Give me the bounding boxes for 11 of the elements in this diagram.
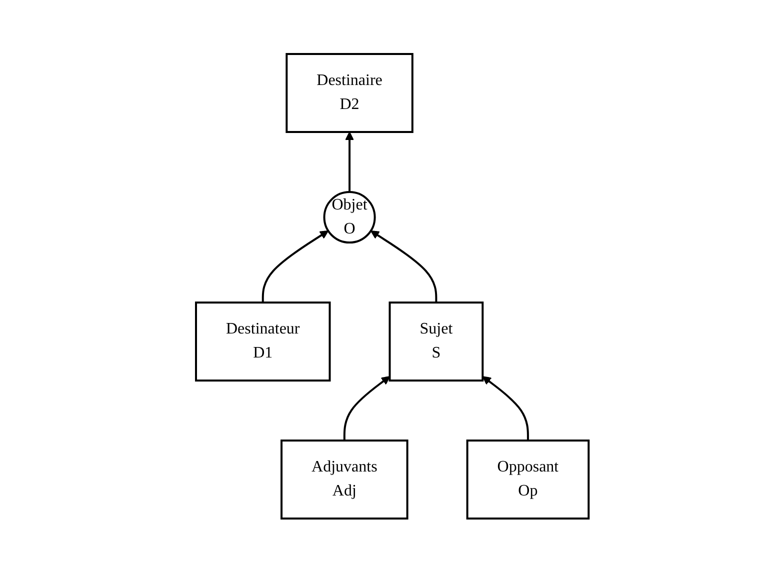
- arrow: [370, 230, 437, 302]
- node-box: Sujet S: [388, 301, 484, 382]
- arrow: [262, 230, 328, 302]
- arrow: [343, 376, 390, 440]
- node-box: Opposant Op: [466, 439, 590, 520]
- arrow: [344, 131, 354, 192]
- arrow: [482, 376, 529, 440]
- node-box: Destinaire D2: [285, 52, 414, 133]
- node-box: Destinateur D1: [194, 301, 330, 382]
- node-box: Adjuvants Adj: [280, 439, 408, 520]
- node-circle: Objet O: [322, 190, 376, 244]
